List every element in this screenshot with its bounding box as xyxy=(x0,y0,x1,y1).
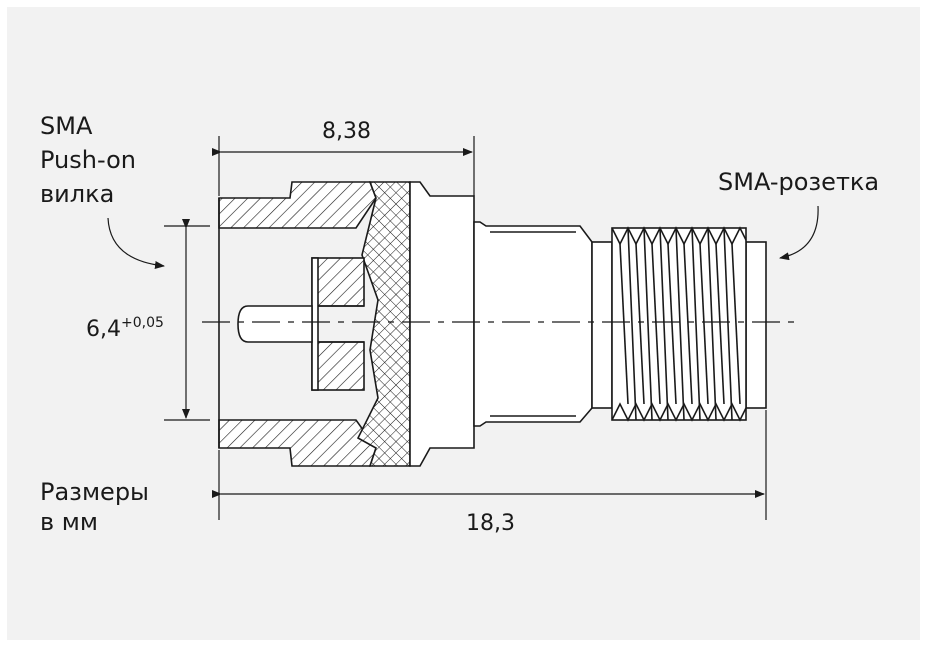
units-label-line1: Размеры xyxy=(40,478,149,506)
socket-label: SMA-розетка xyxy=(718,168,879,196)
plug-leader-arrow xyxy=(107,217,165,269)
dimension-diameter-tolerance: +0,05 xyxy=(121,315,164,331)
plug-body xyxy=(218,181,377,467)
plug-label-line3: вилка xyxy=(40,180,114,208)
dimension-diameter xyxy=(164,219,210,421)
plug-label-line2: Push-on xyxy=(40,146,136,174)
dimension-top-width xyxy=(212,136,475,196)
flange xyxy=(409,181,475,467)
thread xyxy=(611,226,747,422)
plug-label-line1: SMA xyxy=(40,112,93,140)
dimension-total-length xyxy=(212,410,767,520)
dimension-total-length-value: 18,3 xyxy=(466,511,515,536)
dimension-top-width-value: 8,38 xyxy=(322,119,371,144)
inner-contact xyxy=(237,257,365,391)
socket-leader-arrow xyxy=(779,205,819,261)
dimension-diameter-text: 6,4+0,05 xyxy=(86,315,164,342)
dimension-diameter-value: 6,4 xyxy=(86,317,121,342)
units-label-line2: в мм xyxy=(40,508,98,536)
insulator xyxy=(356,181,411,467)
